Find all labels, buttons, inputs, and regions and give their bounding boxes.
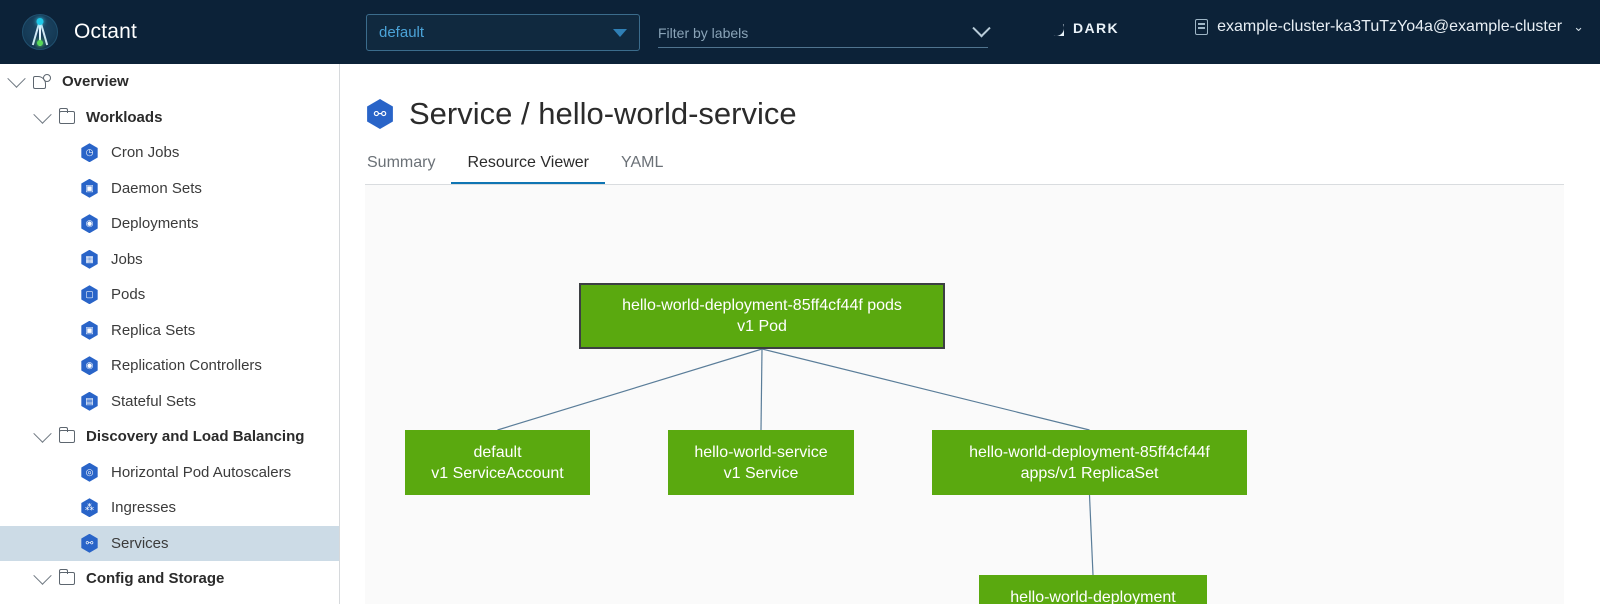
chevron-down-icon — [972, 19, 991, 38]
graph-edges — [497, 348, 1094, 576]
jobs-icon: ▦ — [81, 249, 98, 269]
folder-icon — [58, 427, 75, 444]
sidebar-item-label: Daemon Sets — [111, 179, 202, 197]
graph-node-deployment[interactable]: hello-world-deploymentapps/v1 Deployment — [979, 575, 1207, 604]
brand-name: Octant — [74, 20, 138, 43]
stateful-sets-icon: ▤ — [81, 391, 98, 411]
services-icon: ⚯ — [81, 533, 98, 553]
tab-summary[interactable]: Summary — [367, 154, 436, 171]
graph-node-serviceaccount[interactable]: default v1 ServiceAccount — [405, 430, 590, 495]
replica-sets-icon: ▣ — [81, 320, 98, 340]
graph-node-kind: v1 Service — [723, 464, 799, 482]
graph-node-replicaset[interactable]: hello-world-deployment-85ff4cf44f apps/v1… — [932, 430, 1247, 495]
sidebar-item-label: Replica Sets — [111, 321, 196, 339]
octant-logo-icon — [22, 14, 58, 50]
cron-jobs-icon: ◷ — [81, 143, 98, 163]
sidebar-item-pods[interactable]: ▢ Pods — [0, 277, 339, 313]
tab-bar[interactable]: Summary Resource Viewer YAML — [365, 154, 679, 185]
graph-node-kind: apps/v1 ReplicaSet — [1020, 464, 1159, 482]
sidebar-item-horizontal-pod-autoscalers[interactable]: ◎ Horizontal Pod Autoscalers — [0, 455, 339, 491]
sidebar-item-label: Horizontal Pod Autoscalers — [111, 463, 292, 481]
graph-edge-pod-replicaset — [761, 348, 1090, 431]
hpa-icon: ◎ — [81, 462, 98, 482]
graph-edge-pod-service — [760, 348, 763, 431]
graph-node-service[interactable]: hello-world-service v1 Service — [668, 430, 854, 495]
theme-toggle[interactable]: DARK — [1048, 20, 1119, 36]
chevron-down-icon — [613, 28, 627, 37]
chevron-down-icon[interactable] — [7, 69, 26, 89]
daemon-sets-icon: ▣ — [81, 178, 98, 198]
theme-toggle-label: DARK — [1073, 20, 1120, 36]
pods-icon: ▢ — [81, 285, 98, 305]
main-content: ⚯ Service / hello-world-service Summary R… — [341, 64, 1600, 604]
graph-edge-replicaset-deployment — [1088, 494, 1094, 576]
folder-icon — [58, 107, 75, 124]
sidebar-item-ingresses[interactable]: ⁂ Ingresses — [0, 490, 339, 526]
chevron-down-icon[interactable] — [33, 105, 52, 124]
sidebar-item-replica-sets[interactable]: ▣ Replica Sets — [0, 313, 339, 349]
overview-icon — [33, 74, 51, 90]
sidebar-item-label: Cron Jobs — [111, 144, 180, 162]
page-title: ⚯ Service / hello-world-service — [365, 96, 797, 132]
graph-node-name: default — [473, 443, 522, 461]
sidebar-item-workloads[interactable]: Workloads — [0, 100, 339, 136]
chevron-down-icon[interactable] — [33, 424, 52, 444]
sidebar-item-overview[interactable]: Overview — [0, 64, 339, 100]
graph-edge-pod-serviceaccount — [497, 348, 763, 431]
graph-node-name: hello-world-deployment — [1010, 588, 1176, 604]
brand[interactable]: Octant — [0, 0, 340, 64]
graph-node-name: hello-world-deployment-85ff4cf44f — [969, 443, 1210, 461]
tab-yaml[interactable]: YAML — [621, 154, 664, 171]
cluster-name: example-cluster-ka3TuTzYo4a@example-clus… — [1217, 18, 1563, 35]
ingresses-icon: ⁂ — [81, 498, 98, 518]
namespace-value: default — [379, 24, 425, 41]
sidebar-item-daemon-sets[interactable]: ▣ Daemon Sets — [0, 171, 339, 207]
sidebar-item-cron-jobs[interactable]: ◷ Cron Jobs — [0, 135, 339, 171]
namespace-select[interactable]: default — [366, 14, 640, 51]
label-filter-input[interactable]: Filter by labels — [658, 18, 991, 48]
kubernetes-service-icon: ⚯ — [367, 99, 393, 129]
moon-icon — [1048, 20, 1064, 36]
sidebar-item-label: Deployments — [111, 215, 199, 233]
sidebar-item-label: Overview — [62, 73, 129, 91]
tab-resource-viewer[interactable]: Resource Viewer — [451, 154, 605, 185]
graph-node-name: hello-world-deployment-85ff4cf44f pods — [622, 297, 902, 314]
sidebar-item-config-and-storage[interactable]: Config and Storage — [0, 561, 339, 597]
cluster-switcher[interactable]: example-cluster-ka3TuTzYo4a@example-clus… — [1195, 18, 1584, 36]
graph-node-kind: v1 ServiceAccount — [431, 464, 564, 482]
label-filter-placeholder: Filter by labels — [658, 24, 749, 41]
sidebar-item-replication-controllers[interactable]: ◉ Replication Controllers — [0, 348, 339, 384]
sidebar-item-jobs[interactable]: ▦ Jobs — [0, 242, 339, 278]
graph-node-pod[interactable]: hello-world-deployment-85ff4cf44f pods v1… — [579, 283, 945, 349]
deployments-icon: ◉ — [81, 214, 98, 234]
top-header: Octant default Filter by labels DARK exa… — [0, 0, 1600, 64]
graph-node-name: hello-world-service — [694, 443, 828, 461]
sidebar-item-label: Workloads — [86, 108, 163, 126]
sidebar-item-label: Services — [111, 534, 169, 552]
tab-divider — [365, 184, 1564, 185]
sidebar-item-label: Jobs — [111, 250, 143, 268]
sidebar-item-discovery-and-load-balancing[interactable]: Discovery and Load Balancing — [0, 419, 339, 455]
cluster-icon — [1195, 19, 1209, 35]
sidebar-item-label: Config and Storage — [86, 570, 225, 588]
folder-icon — [58, 569, 75, 586]
sidebar-item-stateful-sets[interactable]: ▤ Stateful Sets — [0, 384, 339, 420]
sidebar-item-label: Stateful Sets — [111, 392, 197, 410]
sidebar-item-label: Ingresses — [111, 499, 177, 517]
chevron-down-icon[interactable] — [33, 566, 52, 586]
graph-node-kind: v1 Pod — [737, 318, 787, 335]
sidebar-item-services[interactable]: ⚯ Services — [0, 525, 339, 561]
chevron-down-icon: ⌄ — [1573, 19, 1584, 34]
resource-viewer-graph[interactable]: hello-world-deployment-85ff4cf44f pods v1… — [365, 185, 1564, 604]
sidebar-item-label: Replication Controllers — [111, 357, 262, 375]
sidebar-item-label: Discovery and Load Balancing — [86, 428, 305, 446]
sidebar-item-deployments[interactable]: ◉ Deployments — [0, 206, 339, 242]
page-title-text: Service / hello-world-service — [409, 96, 797, 131]
sidebar-item-label: Pods — [111, 286, 146, 304]
replication-controllers-icon: ◉ — [81, 356, 98, 376]
